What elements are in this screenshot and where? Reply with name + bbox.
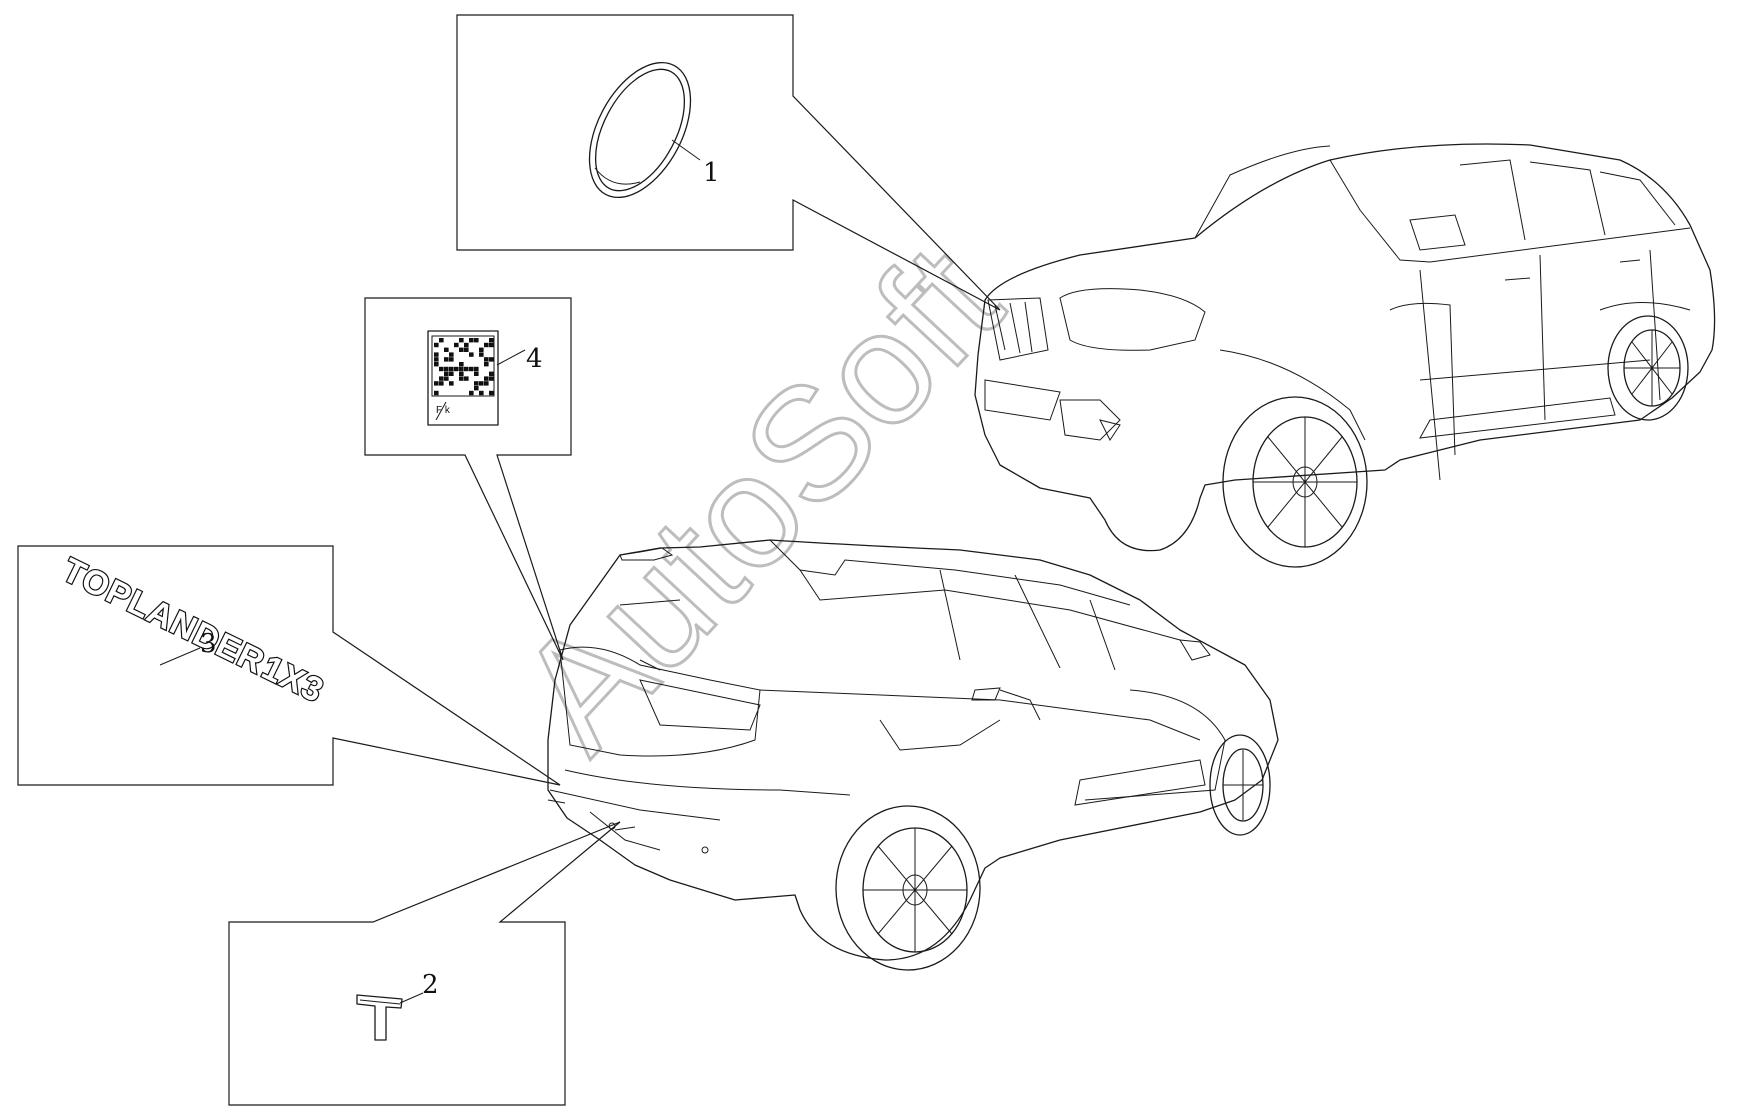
qr-cell (459, 362, 464, 367)
qr-cell (439, 338, 444, 343)
qr-cell (479, 381, 484, 386)
qr-cell (464, 376, 469, 381)
qr-cell (449, 381, 454, 386)
qr-cell (484, 376, 489, 381)
ring-part[interactable] (569, 46, 712, 214)
qr-cell (474, 338, 479, 343)
suv-front-view (974, 143, 1716, 568)
qr-cell (479, 352, 484, 357)
callout-box-3 (17, 545, 561, 786)
callout-3[interactable]: TOPLANDER 1X3 3 (17, 545, 561, 786)
qr-cell (444, 366, 449, 372)
callout-2[interactable]: 2 (228, 821, 621, 1106)
qr-cell (459, 366, 464, 372)
qr-cell (434, 352, 439, 357)
badge-text: TOPLANDER (56, 551, 270, 682)
callout-box-4 (364, 297, 572, 661)
qr-cell (474, 366, 479, 372)
qr-cell (469, 338, 474, 343)
callout-1[interactable]: 1 (456, 14, 1001, 311)
callout-4[interactable]: F k 4 (364, 297, 572, 661)
qr-cell (449, 366, 454, 372)
svg-text:F k: F k (436, 405, 451, 416)
qr-cell (439, 376, 444, 381)
qr-cell (434, 381, 439, 386)
callout-box-2 (228, 821, 621, 1106)
qr-cell (489, 357, 494, 362)
qr-cell (484, 381, 489, 386)
leader-3 (159, 647, 201, 666)
qr-cell (484, 362, 489, 367)
qr-cell (464, 342, 469, 348)
qr-cell (459, 347, 464, 352)
leader-1 (671, 139, 701, 161)
t-emblem-part[interactable] (356, 994, 403, 1041)
qr-cell (469, 352, 474, 357)
callout-number-1: 1 (703, 158, 720, 188)
qr-cell (459, 371, 464, 376)
qr-cell (489, 376, 494, 381)
qr-cell (454, 342, 459, 348)
qr-cell (449, 371, 454, 376)
qr-cell (449, 352, 454, 357)
qr-cell (474, 371, 479, 376)
qr-cell (489, 338, 494, 343)
qr-cell (489, 342, 494, 348)
qr-code (434, 338, 494, 396)
qr-cell (489, 390, 494, 396)
label-sticker-part[interactable]: F k (427, 330, 499, 426)
qr-cell (439, 381, 444, 386)
callout-number-3: 3 (200, 629, 217, 659)
qr-cell (464, 347, 469, 352)
qr-cell (444, 347, 449, 352)
qr-cell (444, 371, 449, 376)
qr-cell (479, 347, 484, 352)
callout-number-4: 4 (526, 344, 543, 374)
qr-cell (434, 390, 439, 396)
qr-cell (449, 357, 454, 362)
qr-cell (484, 342, 489, 348)
qr-cell (459, 376, 464, 381)
suv-rear-view (547, 539, 1279, 971)
qr-cell (444, 357, 449, 362)
callout-box-1 (456, 14, 1001, 311)
leader-4 (496, 349, 526, 366)
qr-cell (469, 366, 474, 372)
qr-cell (464, 366, 469, 372)
qr-cell (439, 366, 444, 372)
qr-cell (484, 357, 489, 362)
qr-cell (434, 357, 439, 362)
callout-number-2: 2 (422, 970, 439, 1000)
qr-cell (474, 381, 479, 386)
model-badge-part[interactable]: TOPLANDER 1X3 (55, 550, 331, 712)
qr-cell (434, 362, 439, 367)
qr-cell (454, 366, 459, 372)
qr-cell (489, 371, 494, 376)
qr-cell (459, 338, 464, 343)
qr-cell (474, 386, 479, 391)
leader-2 (399, 992, 424, 1004)
qr-cell (434, 342, 439, 348)
qr-cell (444, 376, 449, 381)
qr-cell (479, 390, 484, 396)
badge-suffix: 1X3 (256, 648, 330, 710)
qr-cell (469, 390, 474, 396)
